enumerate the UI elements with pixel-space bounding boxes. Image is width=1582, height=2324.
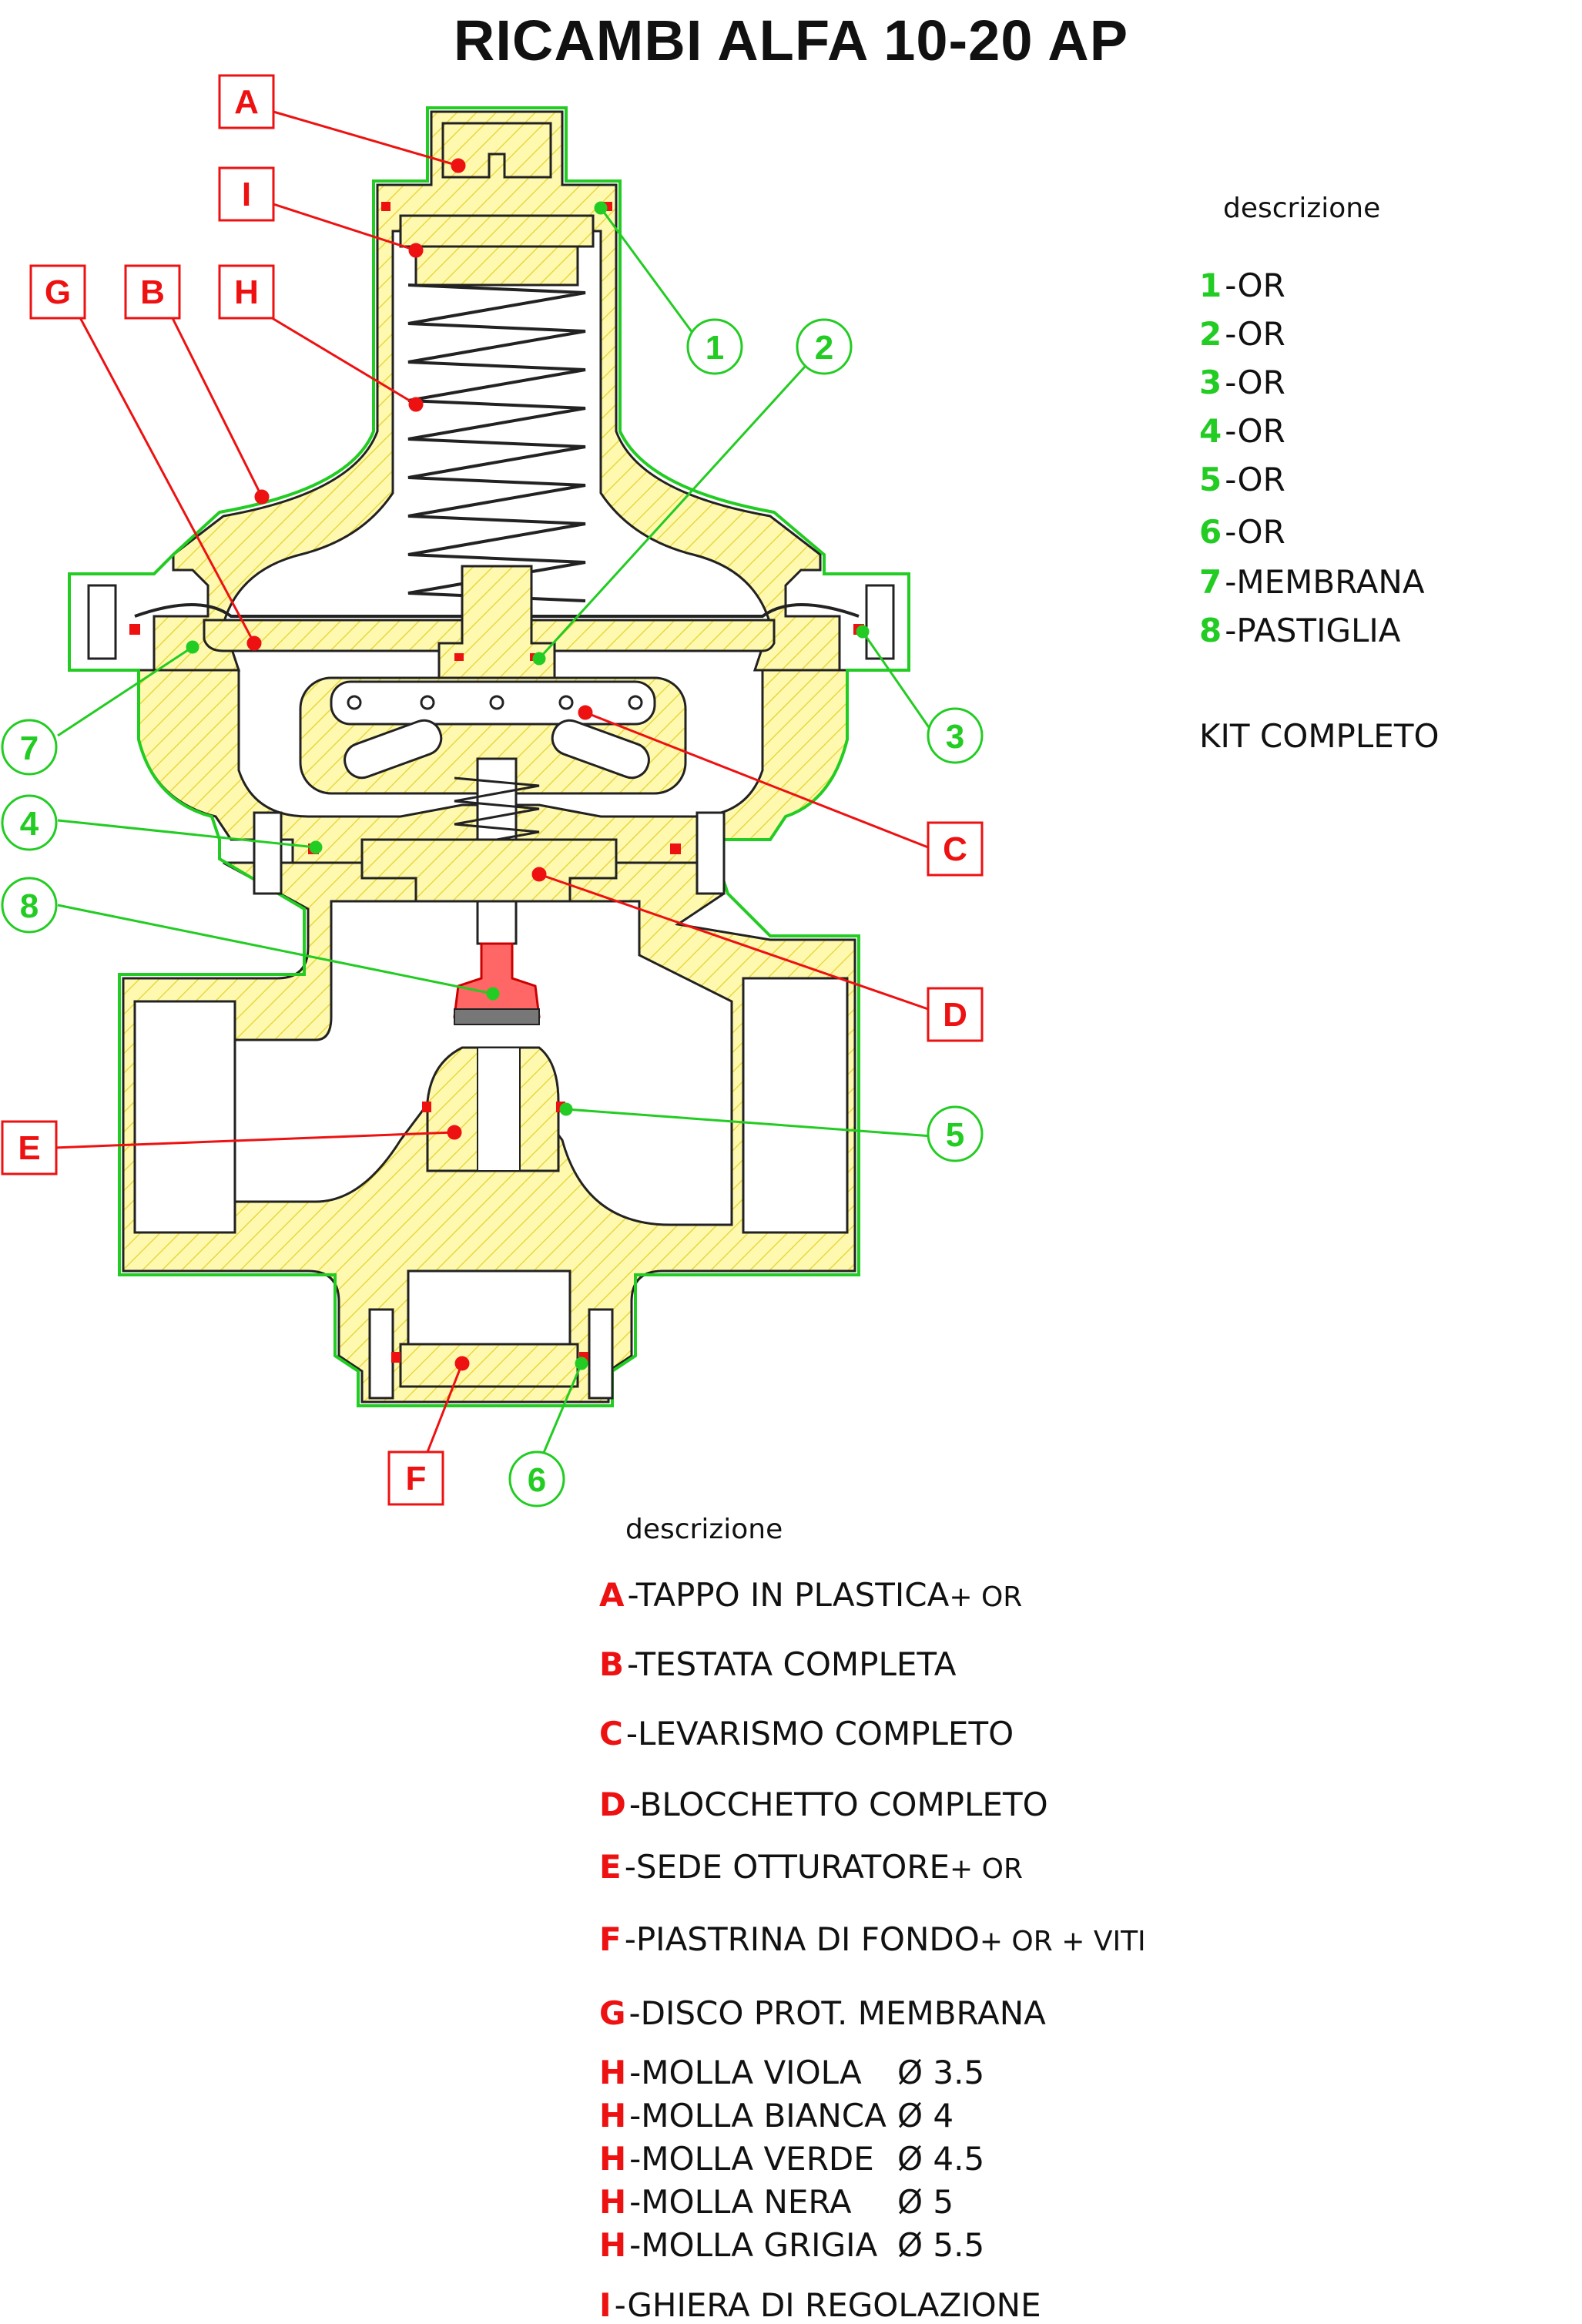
part-item-B: B-TESTATA COMPLETA bbox=[599, 1645, 957, 1683]
lever-mechanism bbox=[299, 676, 687, 795]
tag-8-circle bbox=[1, 877, 58, 934]
kit-item: 7-MEMBRANA bbox=[1199, 563, 1425, 601]
regulator-body bbox=[122, 110, 856, 1403]
tag-6: 6 bbox=[528, 1461, 546, 1499]
valve-pad-insert bbox=[454, 1008, 540, 1025]
tag-E-box bbox=[1, 1120, 58, 1175]
part-item-A: A-TAPPO IN PLASTICA + OR bbox=[599, 1576, 1023, 1614]
tag-G: G bbox=[45, 273, 71, 311]
tag-3: 3 bbox=[946, 718, 964, 756]
bolts bbox=[87, 584, 895, 1400]
spring-item: H-MOLLA GRIGIA bbox=[599, 2226, 878, 2264]
spring-coils bbox=[407, 283, 586, 602]
tag-A: A bbox=[234, 83, 259, 121]
tag-H: H bbox=[234, 273, 259, 311]
bottom-opening bbox=[407, 1269, 571, 1346]
tag-7: 7 bbox=[20, 729, 39, 767]
spring-diameter: Ø 4 bbox=[897, 2097, 954, 2135]
part-item-G: G-DISCO PROT. MEMBRANA bbox=[599, 1994, 1046, 2032]
tag-F-box bbox=[387, 1450, 444, 1506]
green-leaders bbox=[57, 201, 933, 1464]
tag-C-box bbox=[927, 821, 984, 877]
tag-8: 8 bbox=[20, 887, 39, 925]
spring-diameter: Ø 3.5 bbox=[897, 2054, 985, 2091]
tag-6-circle bbox=[508, 1450, 565, 1507]
spring-item: H-MOLLA BIANCA bbox=[599, 2097, 887, 2135]
spring-item: H-MOLLA NERA bbox=[599, 2183, 852, 2221]
tag-A-box bbox=[218, 74, 275, 129]
plastic-cap bbox=[441, 122, 552, 179]
parts-list-header: descrizione bbox=[625, 1514, 783, 1545]
tag-1-circle bbox=[686, 318, 743, 375]
tag-B-box bbox=[124, 264, 181, 320]
tag-5: 5 bbox=[946, 1116, 964, 1154]
spring-item: H-MOLLA VERDE bbox=[599, 2140, 874, 2178]
number-tags: 1 2 3 4 5 6 7 8 bbox=[1, 318, 984, 1507]
tag-F: F bbox=[406, 1460, 427, 1497]
tag-E: E bbox=[18, 1129, 40, 1167]
tag-2-circle bbox=[796, 318, 853, 375]
tag-7-circle bbox=[1, 719, 58, 776]
tag-4-circle bbox=[1, 794, 58, 851]
spring-diameter: Ø 5 bbox=[897, 2183, 954, 2221]
part-item-I: I-GHIERA DI REGOLAZIONE bbox=[599, 2286, 1041, 2324]
tag-1: 1 bbox=[706, 329, 724, 367]
spring-item: H-MOLLA VIOLA bbox=[599, 2054, 862, 2091]
kit-item: 4-OR bbox=[1199, 412, 1285, 450]
part-item-F: F-PIASTRINA DI FONDO + OR + VITI bbox=[599, 1920, 1146, 1958]
bonnet bbox=[153, 110, 841, 672]
kit-item: 8-PASTIGLIA bbox=[1199, 612, 1401, 649]
page-title: RICAMBI ALFA 10-20 AP bbox=[453, 8, 1129, 72]
tag-D: D bbox=[943, 996, 967, 1034]
part-item-D: D-BLOCCHETTO COMPLETO bbox=[599, 1786, 1048, 1823]
body-outline bbox=[68, 106, 910, 1407]
bottom-plate bbox=[399, 1343, 579, 1388]
adjustment-nut bbox=[399, 214, 595, 248]
kit-item: 2-OR bbox=[1199, 315, 1285, 353]
tag-2: 2 bbox=[815, 329, 833, 367]
tag-3-circle bbox=[927, 707, 984, 764]
kit-item: 1-OR bbox=[1199, 267, 1285, 304]
valve-block bbox=[360, 838, 618, 903]
kit-item: 6-OR bbox=[1199, 513, 1285, 551]
spring-diameter: Ø 5.5 bbox=[897, 2226, 985, 2264]
tag-C: C bbox=[943, 830, 967, 868]
kit-list-header: descrizione bbox=[1223, 193, 1381, 224]
tag-4: 4 bbox=[20, 805, 39, 843]
inlet-port bbox=[133, 1000, 236, 1234]
tag-D-box bbox=[927, 987, 984, 1042]
kit-item: 3-OR bbox=[1199, 364, 1285, 401]
letter-tags: A I G B H C D E F bbox=[1, 74, 984, 1506]
kit-complete-label: KIT COMPLETO bbox=[1199, 717, 1440, 755]
tag-I: I bbox=[242, 176, 251, 213]
tag-H-box bbox=[218, 264, 275, 320]
part-item-C: C-LEVARISMO COMPLETO bbox=[599, 1715, 1014, 1752]
spring-diameter: Ø 4.5 bbox=[897, 2140, 985, 2178]
tag-5-circle bbox=[927, 1105, 984, 1162]
tag-B: B bbox=[140, 273, 165, 311]
red-leaders bbox=[53, 110, 929, 1453]
tag-G-box bbox=[29, 264, 86, 320]
outlet-port bbox=[742, 977, 849, 1234]
tag-I-box bbox=[218, 166, 275, 222]
part-item-E: E-SEDE OTTURATORE + OR bbox=[599, 1848, 1024, 1886]
kit-item: 5-OR bbox=[1199, 461, 1285, 498]
